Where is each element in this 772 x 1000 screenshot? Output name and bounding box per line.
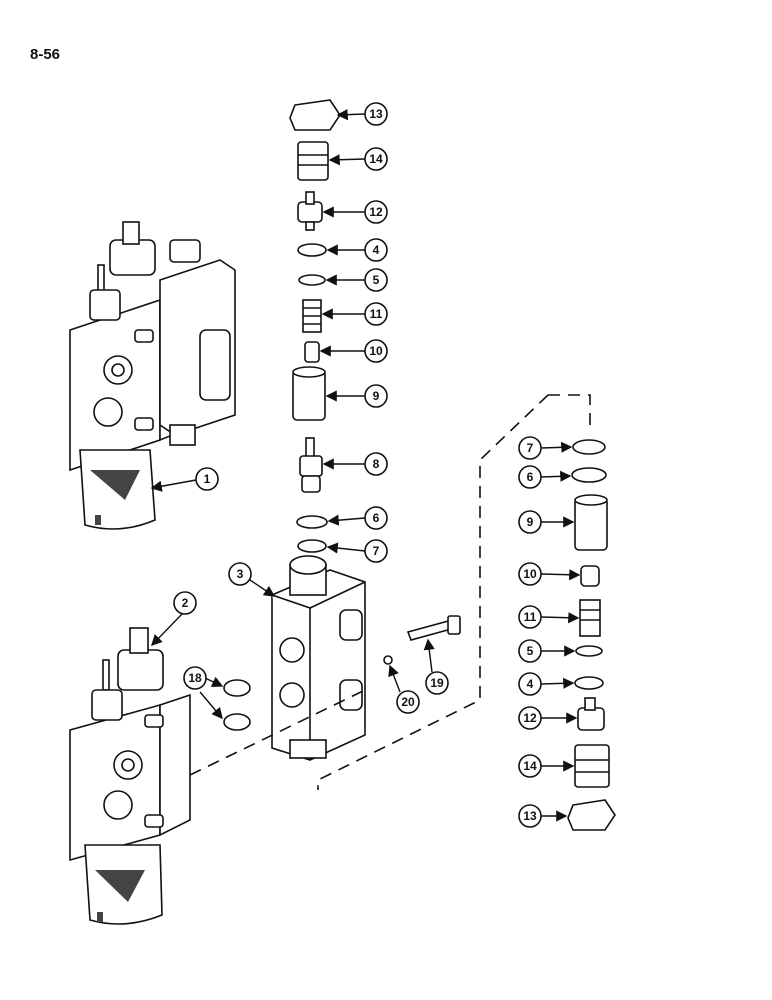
callout-10-top: 10	[364, 339, 388, 363]
callout-5-right: 5	[518, 639, 542, 663]
callout-6-top: 6	[364, 506, 388, 530]
callout-11-right: 11	[518, 605, 542, 629]
callout-10-right: 10	[518, 562, 542, 586]
svg-text:10: 10	[523, 567, 537, 581]
svg-text:10: 10	[369, 344, 383, 358]
spool-parts-column	[289, 99, 341, 553]
dashed-route-left	[189, 689, 366, 776]
svg-text:13: 13	[369, 107, 383, 121]
callout-12-top: 12	[364, 200, 388, 224]
callout-13-right: 13	[518, 804, 542, 828]
svg-text:2: 2	[182, 596, 189, 610]
callout-8: 8	[364, 452, 388, 476]
svg-text:4: 4	[373, 243, 380, 257]
svg-text:11: 11	[524, 610, 537, 624]
svg-text:11: 11	[370, 307, 383, 321]
misc-parts	[223, 615, 461, 731]
svg-text:14: 14	[523, 759, 537, 773]
svg-text:9: 9	[527, 515, 534, 529]
callout-6-right: 6	[518, 465, 542, 489]
svg-text:5: 5	[373, 273, 380, 287]
callout-11-top: 11	[364, 302, 388, 326]
callout-4-right: 4	[518, 672, 542, 696]
callout-7-right: 7	[518, 436, 542, 460]
svg-text:6: 6	[373, 511, 380, 525]
callout-3: 3	[228, 562, 252, 586]
svg-text:7: 7	[527, 441, 534, 455]
callout-1: 1	[195, 467, 219, 491]
callout-14-right: 14	[518, 754, 542, 778]
svg-text:19: 19	[430, 676, 444, 690]
svg-text:13: 13	[523, 809, 537, 823]
svg-text:7: 7	[373, 544, 380, 558]
svg-text:5: 5	[527, 644, 534, 658]
svg-text:14: 14	[369, 152, 383, 166]
svg-text:12: 12	[369, 205, 383, 219]
callout-5-top: 5	[364, 268, 388, 292]
svg-text:20: 20	[401, 695, 415, 709]
valve-assembly-lower	[69, 627, 191, 925]
callout-19: 19	[425, 671, 449, 695]
dashed-route-right	[317, 394, 591, 790]
svg-text:1: 1	[204, 472, 211, 486]
leader-lines	[150, 109, 581, 822]
svg-text:18: 18	[188, 671, 202, 685]
svg-text:8: 8	[373, 457, 380, 471]
valve-assembly-upper	[69, 221, 236, 530]
callout-2: 2	[173, 591, 197, 615]
relief-parts-column	[567, 439, 616, 831]
valve-section-body	[271, 555, 366, 761]
svg-text:12: 12	[523, 711, 537, 725]
svg-text:6: 6	[527, 470, 534, 484]
callout-4-top: 4	[364, 238, 388, 262]
callout-13-top: 13	[364, 102, 388, 126]
callout-14-top: 14	[364, 147, 388, 171]
svg-text:3: 3	[237, 567, 244, 581]
page-number: 8-56	[30, 46, 61, 63]
svg-text:4: 4	[527, 677, 534, 691]
callout-18: 18	[183, 666, 207, 690]
callout-20: 20	[396, 690, 420, 714]
callout-9-right: 9	[518, 510, 542, 534]
callout-7-top: 7	[364, 539, 388, 563]
callout-9-top: 9	[364, 384, 388, 408]
svg-text:9: 9	[373, 389, 380, 403]
callout-12-right: 12	[518, 706, 542, 730]
